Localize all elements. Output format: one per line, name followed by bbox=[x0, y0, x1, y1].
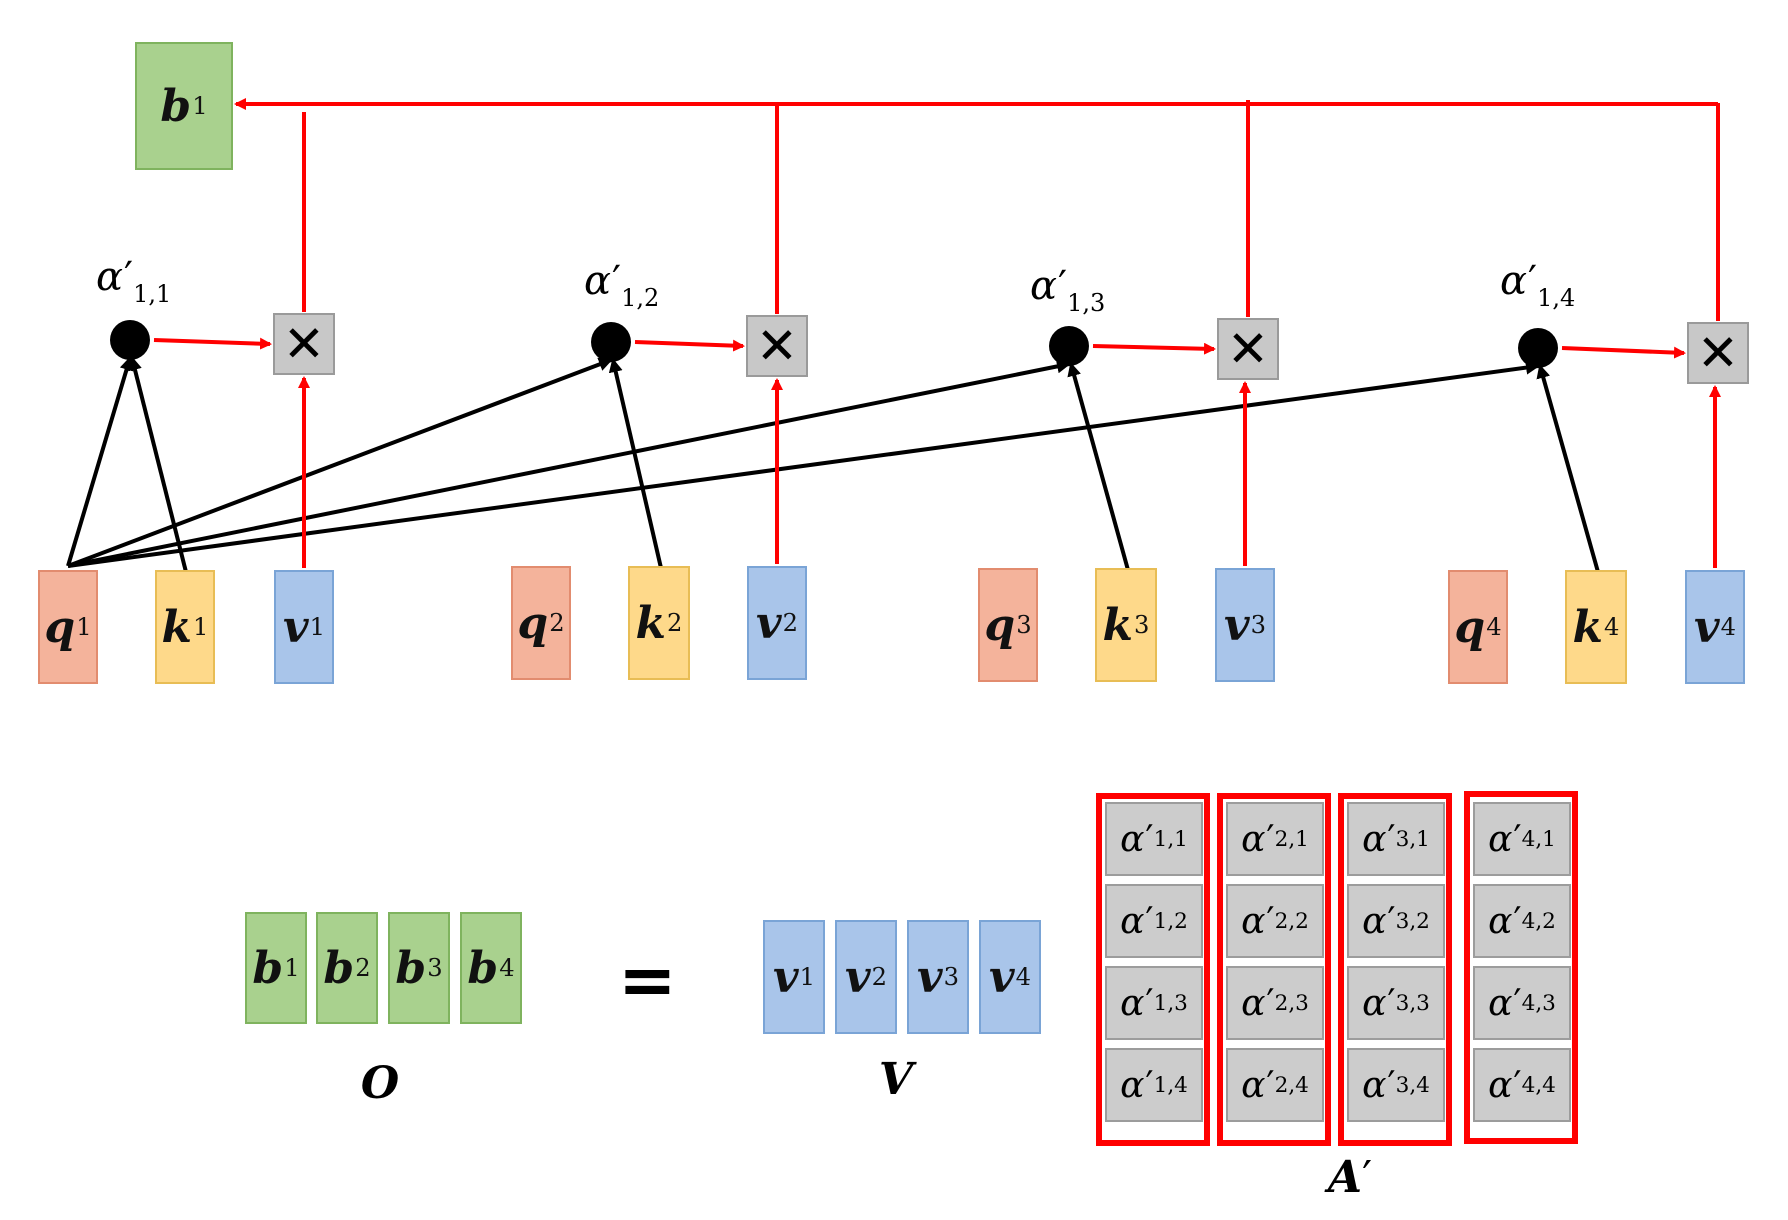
equals-sign: = bbox=[618, 939, 677, 1021]
query-to-weight-line-2 bbox=[67, 357, 613, 568]
matrix-cell-3-2: α′3,2 bbox=[1347, 884, 1445, 958]
weight-label-2: α′1,2 bbox=[584, 258, 660, 312]
weight-to-multiply-line-2 bbox=[634, 339, 745, 352]
weight-node-1 bbox=[110, 320, 150, 360]
multiply-icon-4: ✕ bbox=[1687, 322, 1749, 384]
multiply-icon-1: ✕ bbox=[273, 313, 335, 375]
matrix-cell-4-4: α′4,4 bbox=[1473, 1048, 1571, 1122]
weight-node-2 bbox=[591, 322, 631, 362]
matrix-cell-3-1: α′3,1 bbox=[1347, 802, 1445, 876]
key-to-weight-line-2 bbox=[608, 358, 663, 569]
matrix-cell-4-2: α′4,2 bbox=[1473, 884, 1571, 958]
value-matrix-caption: V bbox=[878, 1054, 914, 1105]
matrix-cell-1-3: α′1,3 bbox=[1105, 966, 1203, 1040]
weight-label-4: α′1,4 bbox=[1500, 258, 1576, 312]
weight-to-multiply-line-4 bbox=[1561, 346, 1686, 359]
weight-to-multiply-line-1 bbox=[153, 337, 272, 350]
weight-to-multiply-line-3 bbox=[1092, 342, 1216, 355]
matrix-cell-2-1: α′2,1 bbox=[1226, 802, 1324, 876]
multiply-icon-3: ✕ bbox=[1217, 318, 1279, 380]
matrix-cell-4-3: α′4,3 bbox=[1473, 966, 1571, 1040]
matrix-cell-2-3: α′2,3 bbox=[1226, 966, 1324, 1040]
weight-node-3 bbox=[1049, 326, 1089, 366]
weight-label-3: α′1,3 bbox=[1030, 263, 1106, 317]
multiply-icon-2: ✕ bbox=[746, 315, 808, 377]
matrix-cell-3-3: α′3,3 bbox=[1347, 966, 1445, 1040]
output-b1-index: 1 bbox=[192, 92, 208, 120]
matrix-cell-2-2: α′2,2 bbox=[1226, 884, 1324, 958]
attention-matrix-caption: A′ bbox=[1327, 1152, 1373, 1203]
output-b1-letter: b bbox=[160, 80, 192, 132]
query-to-weight-line-4 bbox=[67, 360, 1540, 568]
query-to-weight-line-1 bbox=[66, 356, 134, 567]
key-to-weight-line-1 bbox=[128, 356, 188, 573]
matrix-cell-1-4: α′1,4 bbox=[1105, 1048, 1203, 1122]
key-to-weight-line-4 bbox=[1536, 364, 1600, 573]
matrix-cell-4-1: α′4,1 bbox=[1473, 802, 1571, 876]
weight-node-4 bbox=[1518, 328, 1558, 368]
query-to-weight-line-3 bbox=[67, 359, 1071, 568]
matrix-cell-3-4: α′3,4 bbox=[1347, 1048, 1445, 1122]
matrix-cell-1-2: α′1,2 bbox=[1105, 884, 1203, 958]
matrix-cell-2-4: α′2,4 bbox=[1226, 1048, 1324, 1122]
matrix-cell-1-1: α′1,1 bbox=[1105, 802, 1203, 876]
output-matrix-caption: O bbox=[360, 1058, 400, 1109]
weight-label-1: α′1,1 bbox=[96, 254, 172, 308]
key-to-weight-line-3 bbox=[1067, 362, 1130, 571]
